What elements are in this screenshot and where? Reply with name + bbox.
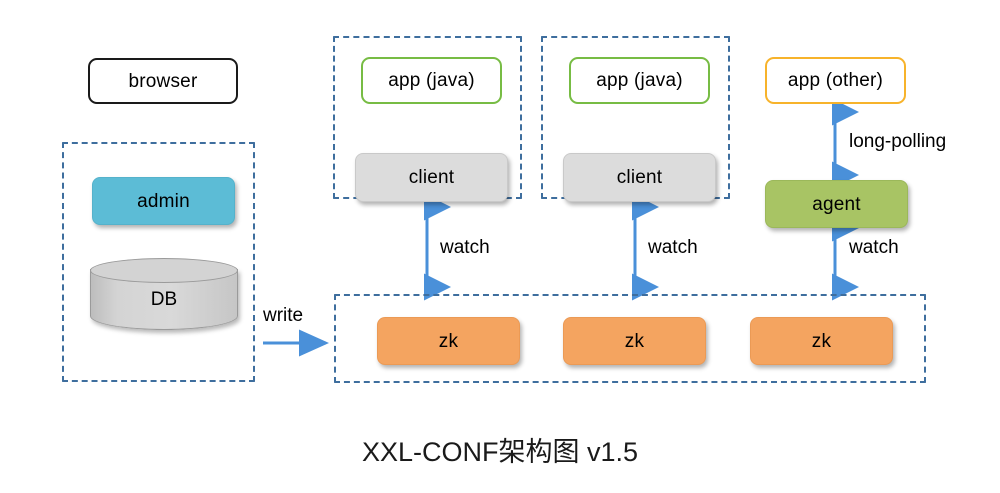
node-app-other[interactable]: app (other) — [765, 57, 906, 104]
node-browser-label: browser — [128, 70, 198, 92]
node-app-java-1-label: app (java) — [388, 70, 475, 91]
node-client-1[interactable]: client — [355, 153, 508, 202]
node-zk-3[interactable]: zk — [750, 317, 893, 365]
edge-label-write: write — [263, 305, 304, 326]
node-zk-2-label: zk — [624, 330, 645, 352]
node-client-1-label: client — [408, 167, 455, 188]
node-zk-2[interactable]: zk — [563, 317, 706, 365]
node-app-other-label: app (other) — [787, 70, 884, 91]
node-db-label: DB — [150, 288, 178, 310]
node-zk-1-label: zk — [438, 330, 459, 352]
db-cylinder-top — [90, 258, 238, 283]
group-admin-db — [62, 142, 255, 382]
node-client-2-label: client — [616, 167, 663, 188]
node-client-2[interactable]: client — [563, 153, 716, 202]
node-admin-label: admin — [137, 190, 190, 212]
node-app-java-2[interactable]: app (java) — [569, 57, 710, 104]
edge-label-watch-3: watch — [849, 237, 899, 258]
node-agent-label: agent — [812, 193, 861, 215]
edge-label-watch-1: watch — [440, 237, 490, 258]
node-app-java-2-label: app (java) — [596, 70, 683, 91]
node-admin[interactable]: admin — [92, 177, 235, 225]
node-app-java-1[interactable]: app (java) — [361, 57, 502, 104]
group-zk-cluster — [334, 294, 926, 383]
node-browser[interactable]: browser — [88, 58, 238, 104]
edge-label-long-polling: long-polling — [849, 131, 947, 152]
node-zk-1[interactable]: zk — [377, 317, 520, 365]
edge-label-watch-2: watch — [648, 237, 698, 258]
node-zk-3-label: zk — [811, 330, 832, 352]
node-db[interactable]: DB — [90, 258, 238, 330]
node-agent[interactable]: agent — [765, 180, 908, 228]
diagram-title: XXL-CONF架构图 v1.5 — [361, 437, 639, 467]
